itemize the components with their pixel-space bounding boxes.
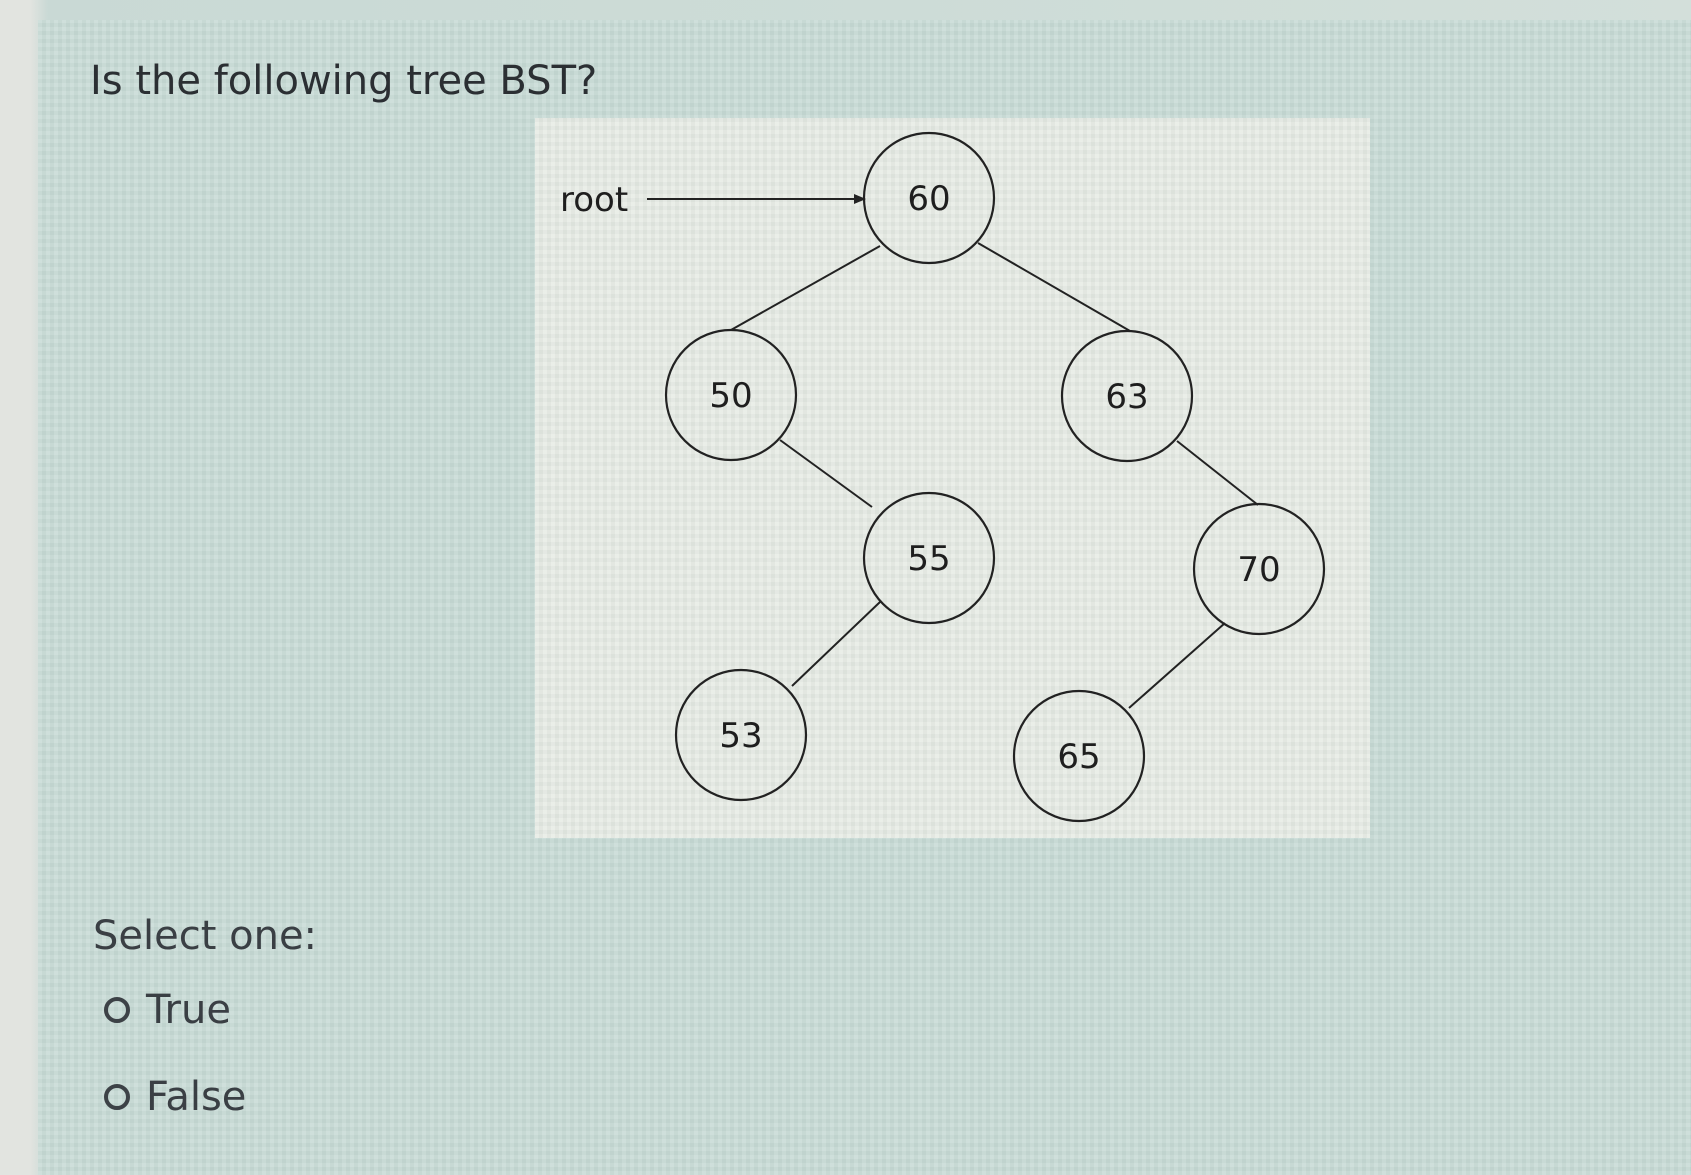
tree-node-60: 60 xyxy=(862,131,996,265)
tree-node-65: 65 xyxy=(1012,689,1146,823)
node-value-55: 55 xyxy=(907,539,950,579)
node-value-70: 70 xyxy=(1237,550,1280,590)
tree-node-55: 55 xyxy=(862,491,996,625)
radio-true[interactable] xyxy=(104,997,130,1023)
root-label: root xyxy=(560,180,628,220)
tree-node-50: 50 xyxy=(664,328,798,462)
tree-node-63: 63 xyxy=(1060,329,1194,463)
edge-55-53 xyxy=(791,601,881,687)
node-value-63: 63 xyxy=(1105,377,1148,417)
edge-50-55 xyxy=(779,439,873,508)
option-true-label[interactable]: True xyxy=(146,987,231,1033)
tree-diagram: root 60 50 63 55 xyxy=(560,131,1326,823)
tree-node-70: 70 xyxy=(1192,502,1326,636)
radio-false[interactable] xyxy=(104,1084,130,1110)
edge-63-70 xyxy=(1176,440,1259,506)
node-value-50: 50 xyxy=(709,376,752,416)
option-false[interactable]: False xyxy=(104,1073,246,1121)
edge-70-65 xyxy=(1128,622,1226,709)
edge-60-63 xyxy=(977,242,1131,332)
node-value-60: 60 xyxy=(907,179,950,219)
option-true[interactable]: True xyxy=(104,986,231,1034)
node-value-53: 53 xyxy=(719,716,762,756)
question-text: Is the following tree BST? xyxy=(90,58,598,104)
option-false-label[interactable]: False xyxy=(146,1074,247,1120)
tree-node-53: 53 xyxy=(674,668,808,802)
tree-figure: root 60 50 63 55 xyxy=(535,118,1370,838)
edge-60-50 xyxy=(730,245,881,331)
select-one-prompt: Select one: xyxy=(93,913,318,959)
node-value-65: 65 xyxy=(1057,737,1100,777)
